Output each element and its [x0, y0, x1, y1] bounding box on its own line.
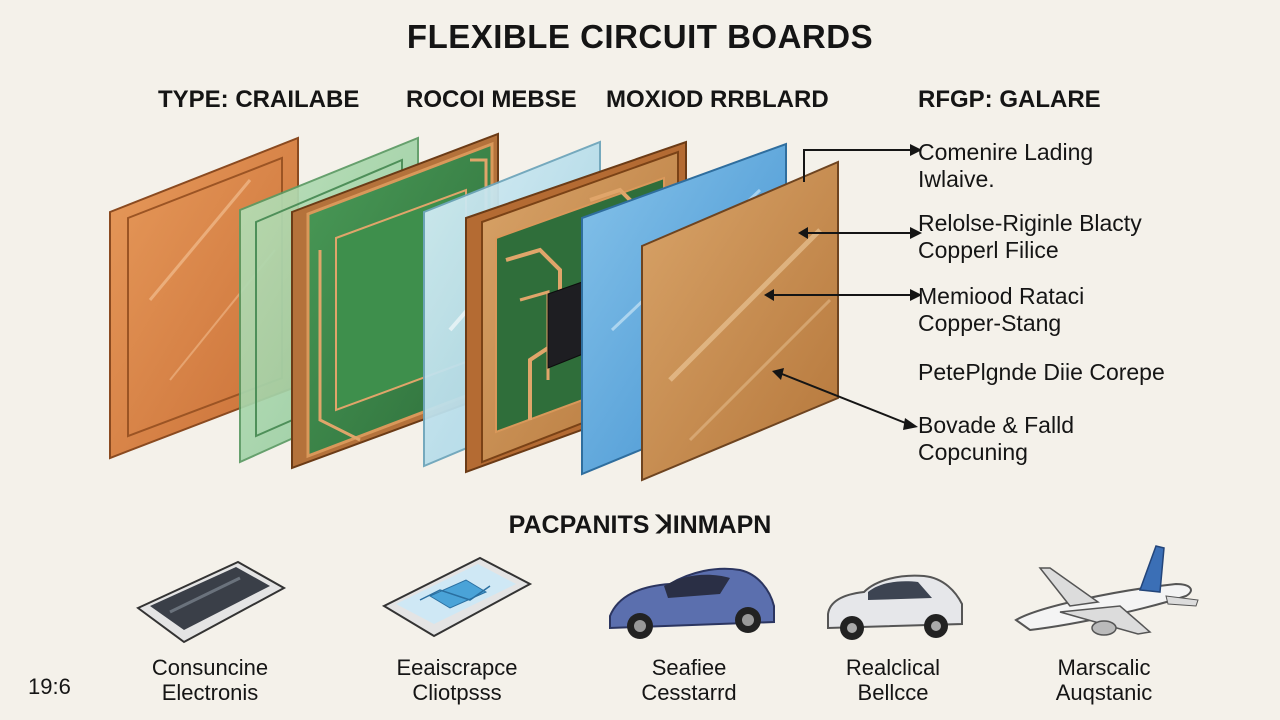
- callout-3-line-1: Memiood Rataci: [918, 283, 1084, 310]
- application-label-1: Consuncine Electronis: [110, 655, 310, 705]
- callout-5-line-2: Copcuning: [918, 439, 1074, 466]
- callout-5: Bovade & Falld Copcuning: [918, 412, 1074, 466]
- airplane-icon: [1016, 546, 1198, 635]
- application-4-line-1: Realclical: [793, 655, 993, 680]
- callout-5-line-1: Bovade & Falld: [918, 412, 1074, 439]
- application-3-line-1: Seafiee: [589, 655, 789, 680]
- flexible-circuit-phone-icon: [384, 558, 530, 636]
- callout-4-line-1: PetePlgnde Diie Corepe: [918, 359, 1165, 386]
- callout-2: Relolse-Riginle Blacty Copperl Filice: [918, 210, 1142, 264]
- callout-1-line-1: Comenire Lading: [918, 139, 1093, 166]
- sports-car-icon: [610, 569, 774, 639]
- application-5-line-1: Marscalic: [1004, 655, 1204, 680]
- callout-1-line-2: Iwlaive.: [918, 166, 1093, 193]
- sedan-car-icon: [828, 576, 962, 640]
- callout-2-line-2: Copperl Filice: [918, 237, 1142, 264]
- application-1-line-1: Consuncine: [110, 655, 310, 680]
- application-1-line-2: Electronis: [110, 680, 310, 705]
- application-label-5: Marscalic Auqstanic: [1004, 655, 1204, 705]
- callout-3: Memiood Rataci Copper-Stang: [918, 283, 1084, 337]
- application-2-line-1: Eeaiscrapce: [357, 655, 557, 680]
- application-5-line-2: Auqstanic: [1004, 680, 1204, 705]
- callout-2-line-1: Relolse-Riginle Blacty: [918, 210, 1142, 237]
- callout-3-line-2: Copper-Stang: [918, 310, 1084, 337]
- application-2-line-2: Cliotpsss: [357, 680, 557, 705]
- application-label-2: Eeaiscrapce Cliotpsss: [357, 655, 557, 705]
- callout-1: Comenire Lading Iwlaive.: [918, 139, 1093, 193]
- application-3-line-2: Cesstarrd: [589, 680, 789, 705]
- smartphone-icon: [138, 562, 284, 642]
- application-4-line-2: Bellcce: [793, 680, 993, 705]
- callout-4: PetePlgnde Diie Corepe: [918, 359, 1165, 386]
- application-label-4: Realclical Bellcce: [793, 655, 993, 705]
- application-label-3: Seafiee Cesstarrd: [589, 655, 789, 705]
- corner-code: 19:6: [28, 674, 71, 700]
- applications-section-title: PACPANITS ꓘINMAPN: [0, 510, 1280, 540]
